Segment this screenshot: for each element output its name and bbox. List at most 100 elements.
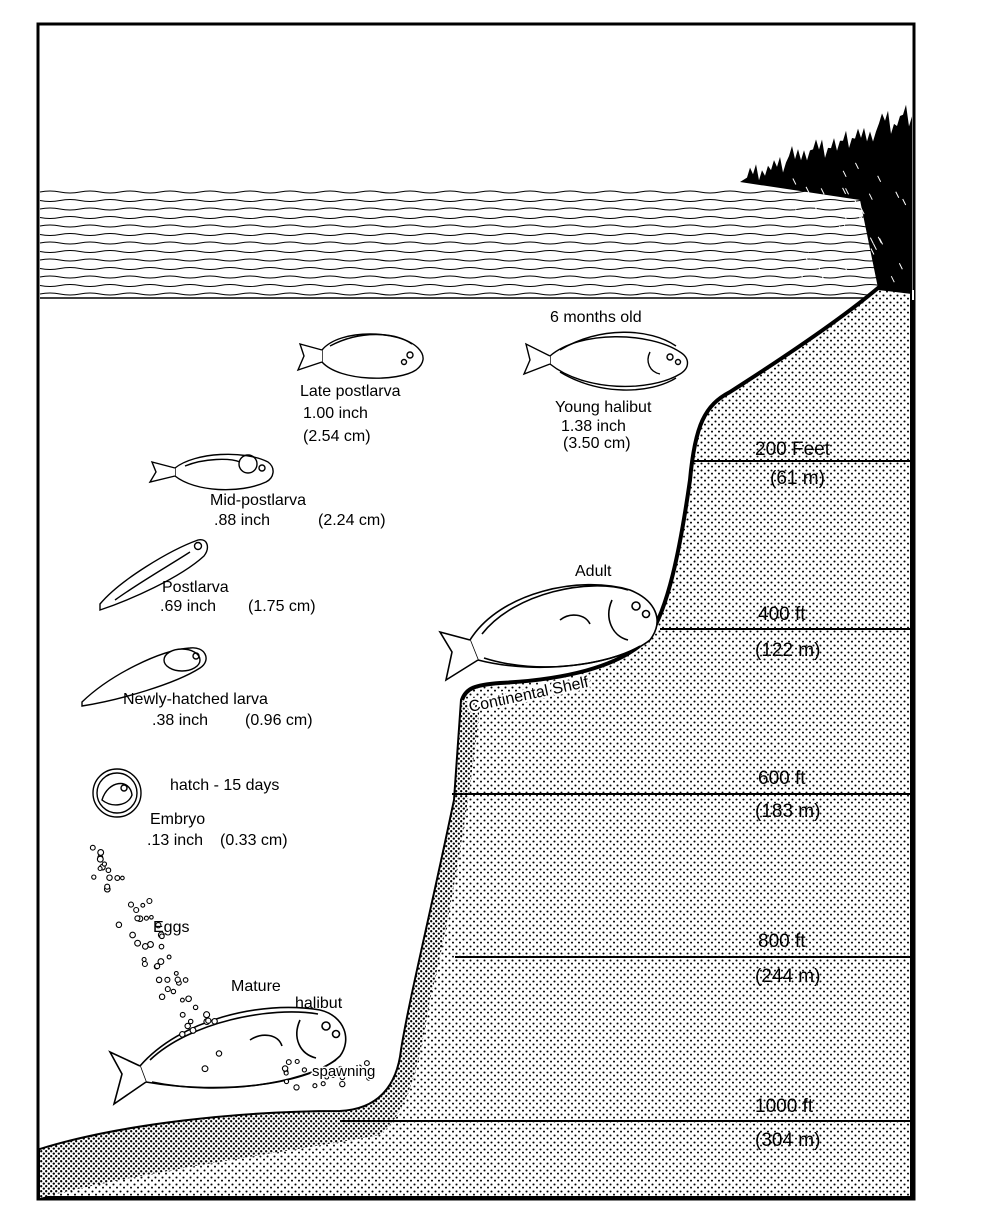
tree-highlight (820, 188, 825, 195)
young-inch-label: 1.38 inch (561, 418, 626, 435)
embryo-cm: (0.33 cm) (220, 832, 288, 849)
mid-postlarva-drawing (148, 453, 274, 491)
egg (164, 986, 171, 993)
late-postlarva-drawing (296, 333, 424, 379)
egg (106, 874, 113, 881)
spawned-egg (337, 1065, 344, 1072)
tree-highlight (877, 236, 882, 244)
egg (115, 921, 123, 929)
egg (104, 883, 111, 890)
tree-highlight (798, 270, 803, 278)
spawned-egg (283, 1078, 290, 1085)
tree-highlight (860, 207, 865, 215)
egg (201, 1065, 209, 1073)
postlarva-name: Postlarva (162, 579, 229, 596)
depth-200-meters: (61 m) (770, 468, 825, 489)
spawned-egg (285, 1059, 292, 1066)
late-postlarva-cm: (2.54 cm) (303, 428, 371, 445)
depth-1000-feet: 1000 ft (755, 1096, 814, 1117)
egg (96, 855, 104, 863)
egg (129, 931, 136, 939)
tree-highlight (895, 191, 900, 198)
young-cm-label: (3.50 cm) (563, 435, 631, 452)
egg (140, 902, 146, 908)
tree-highlight (877, 175, 882, 183)
mature-label-line2: halibut (295, 995, 343, 1012)
water-surface (39, 190, 901, 299)
depth-400-feet: 400 ft (758, 604, 806, 625)
mid-postlarva-inch: .88 inch (214, 512, 270, 529)
tree-highlight (827, 202, 832, 210)
egg (127, 901, 135, 908)
spawned-egg (301, 1067, 308, 1073)
egg (114, 875, 121, 881)
wave-line (39, 190, 901, 194)
tree-highlight (842, 170, 847, 178)
tree-highlight (902, 198, 907, 206)
depth-600-feet: 600 ft (758, 768, 806, 789)
embryo-name: Embryo (150, 811, 205, 828)
tree-highlight (809, 278, 814, 285)
late-postlarva-name: Late postlarva (300, 383, 401, 400)
tree-highlight (841, 219, 846, 226)
egg (158, 993, 166, 1001)
tree-highlight (858, 212, 863, 220)
egg (173, 970, 179, 976)
adult-label: Adult (575, 563, 612, 580)
tree-highlight (854, 162, 859, 170)
spawned-egg (363, 1060, 370, 1067)
tree-highlight (839, 225, 843, 233)
spawned-egg (366, 1075, 372, 1081)
newly-hatched-larva-drawing (81, 647, 207, 707)
tree-highlight (870, 248, 875, 255)
tree-highlight (795, 209, 800, 216)
mid-postlarva-cm: (2.24 cm) (318, 512, 386, 529)
egg (179, 1011, 186, 1018)
egg (141, 960, 148, 968)
tree-highlight (821, 251, 826, 259)
egg (192, 1004, 199, 1011)
egg (149, 914, 154, 920)
postlarva-drawing (99, 539, 209, 611)
egg (97, 865, 103, 872)
tree-highlight (790, 202, 795, 210)
mature-halibut-drawing (108, 1006, 347, 1106)
shoreline-forest (740, 104, 912, 292)
spawned-egg (324, 1074, 330, 1080)
egg (159, 933, 165, 940)
tree-line (740, 104, 912, 292)
mature-label-line1: Mature (231, 978, 281, 995)
tree-highlight (879, 238, 883, 245)
mid-postlarva-name: Mid-postlarva (210, 492, 306, 509)
wave-line (39, 275, 901, 279)
tree-highlight (792, 178, 797, 185)
wave-line (39, 216, 901, 219)
hatch-note: hatch - 15 days (170, 777, 279, 794)
newly-hatched-name: Newly-hatched larva (123, 691, 268, 708)
embryo-inch: .13 inch (147, 832, 203, 849)
egg (182, 977, 189, 983)
eggs-scatter (89, 844, 372, 1091)
egg (134, 939, 142, 947)
tree-highlight (890, 275, 895, 283)
young-name-label: Young halibut (555, 399, 652, 416)
spawned-egg (281, 1065, 289, 1072)
tree-highlight (858, 216, 863, 223)
spawned-egg (320, 1081, 326, 1087)
spawned-egg (356, 1064, 363, 1071)
spawned-egg (293, 1084, 300, 1091)
egg (120, 875, 125, 881)
postlarva-cm: (1.75 cm) (248, 598, 316, 615)
wave-line (39, 199, 901, 202)
spawned-egg (294, 1058, 300, 1065)
tree-highlight (842, 187, 847, 195)
tree-highlight (807, 252, 812, 259)
spawned-egg (312, 1083, 318, 1089)
tree-highlight (845, 188, 849, 195)
late-postlarva-inch: 1.00 inch (303, 405, 368, 422)
wave-line (39, 250, 901, 253)
egg (133, 906, 140, 914)
egg (166, 954, 172, 960)
egg (158, 943, 165, 950)
